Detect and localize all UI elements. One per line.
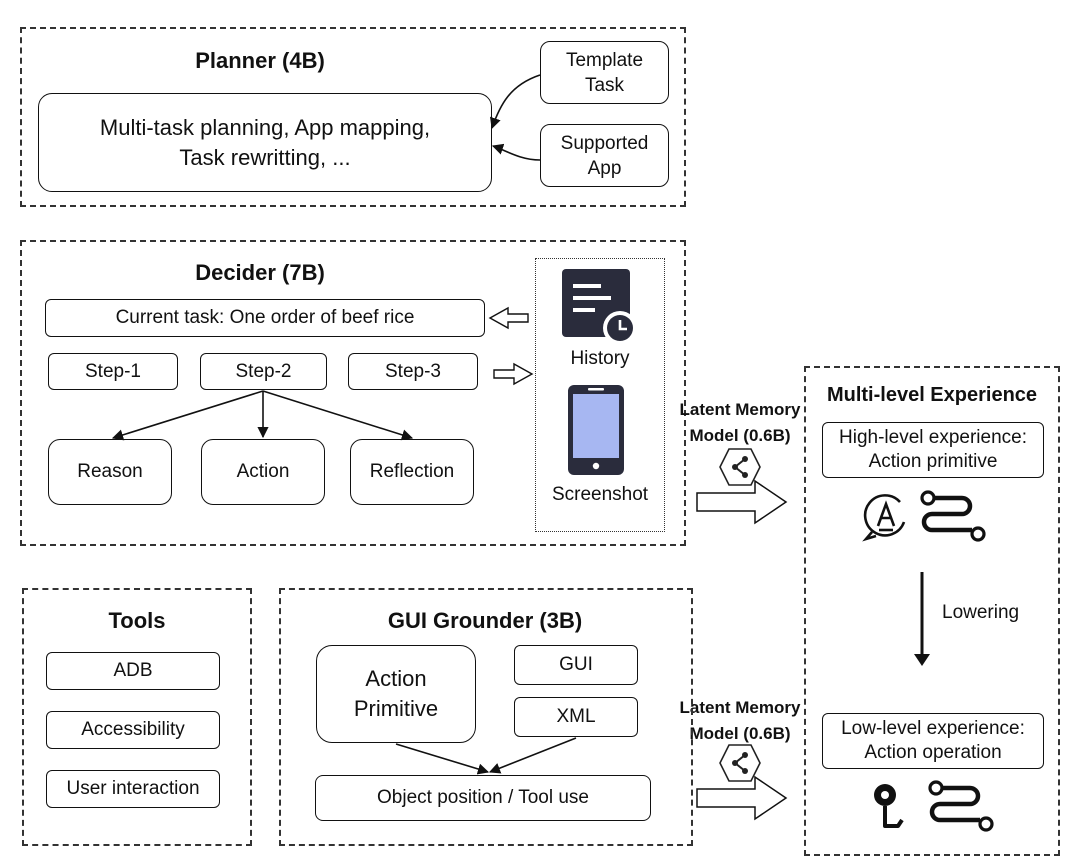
supported-app-box: Supported App [540, 124, 669, 187]
reason-box: Reason [48, 439, 172, 505]
high-level-line2: Action primitive [868, 451, 998, 472]
planner-capabilities-box: Multi-task planning, App mapping, Task r… [38, 93, 492, 192]
planner-title: Planner (4B) [195, 48, 325, 73]
template-task-box: Template Task [540, 41, 669, 104]
history-icon [560, 268, 640, 346]
low-level-experience-box: Low-level experience: Action operation [822, 713, 1044, 769]
step-3-box: Step-3 [348, 353, 478, 390]
gui-grounder-title: GUI Grounder (3B) [387, 608, 583, 633]
latent-memory-top-line2: Model (0.6B) [689, 426, 791, 445]
tools-title: Tools [108, 608, 166, 633]
experience-panel [804, 366, 1060, 856]
high-level-experience-box: High-level experience: Action primitive [822, 422, 1044, 478]
step-2-box: Step-2 [200, 353, 327, 390]
tool-user-interaction-box: User interaction [46, 770, 220, 808]
step-1-box: Step-1 [48, 353, 178, 390]
planner-capabilities-line2: Task rewritting, ... [179, 144, 351, 170]
decider-title: Decider (7B) [195, 260, 325, 285]
action-primitive-line2: Primitive [353, 696, 439, 721]
latent-memory-top-icon [718, 447, 762, 487]
history-label: History [570, 348, 630, 369]
xml-input-box: XML [514, 697, 638, 737]
gui-input-box: GUI [514, 645, 638, 685]
route-icon-high [916, 488, 988, 544]
supported-app-line2: App [587, 157, 622, 179]
planner-panel [20, 27, 686, 207]
context-panel [535, 258, 665, 532]
action-primitive-box: Action Primitive [316, 645, 476, 743]
decider-panel [20, 240, 686, 546]
high-level-line1: High-level experience: [839, 427, 1027, 448]
supported-app-line1: Supported [560, 132, 649, 154]
latent-memory-bottom-line1: Latent Memory [679, 698, 801, 717]
latent-memory-bottom-line2: Model (0.6B) [689, 724, 791, 743]
experience-title: Multi-level Experience [826, 384, 1038, 406]
tools-panel [22, 588, 252, 846]
reflection-box: Reflection [350, 439, 474, 505]
screenshot-label: Screenshot [551, 484, 649, 505]
latent-memory-top-line1: Latent Memory [679, 400, 801, 419]
current-task-box: Current task: One order of beef rice [45, 299, 485, 337]
lowering-label: Lowering [942, 602, 1020, 623]
decider-to-experience-arrow [696, 479, 788, 525]
action-primitive-icon [860, 492, 912, 542]
latent-memory-bottom-label: Latent Memory Model (0.6B) [660, 695, 820, 747]
planner-capabilities-line1: Multi-task planning, App mapping, [99, 114, 431, 140]
smartphone-icon [566, 383, 626, 477]
route-icon-low [924, 778, 996, 834]
tap-gesture-icon [868, 780, 918, 832]
tool-adb-box: ADB [46, 652, 220, 690]
latent-memory-bottom-icon [718, 743, 762, 783]
gui-grounder-panel [279, 588, 693, 846]
tool-accessibility-box: Accessibility [46, 711, 220, 749]
template-task-line2: Task [584, 74, 625, 96]
action-primitive-line1: Action [365, 666, 427, 691]
latent-memory-top-label: Latent Memory Model (0.6B) [660, 397, 820, 449]
low-level-line2: Action operation [864, 742, 1002, 763]
template-task-line1: Template [565, 49, 644, 71]
object-position-box: Object position / Tool use [315, 775, 651, 821]
grounder-to-experience-arrow [696, 775, 788, 821]
low-level-line1: Low-level experience: [841, 718, 1025, 739]
action-box: Action [201, 439, 325, 505]
